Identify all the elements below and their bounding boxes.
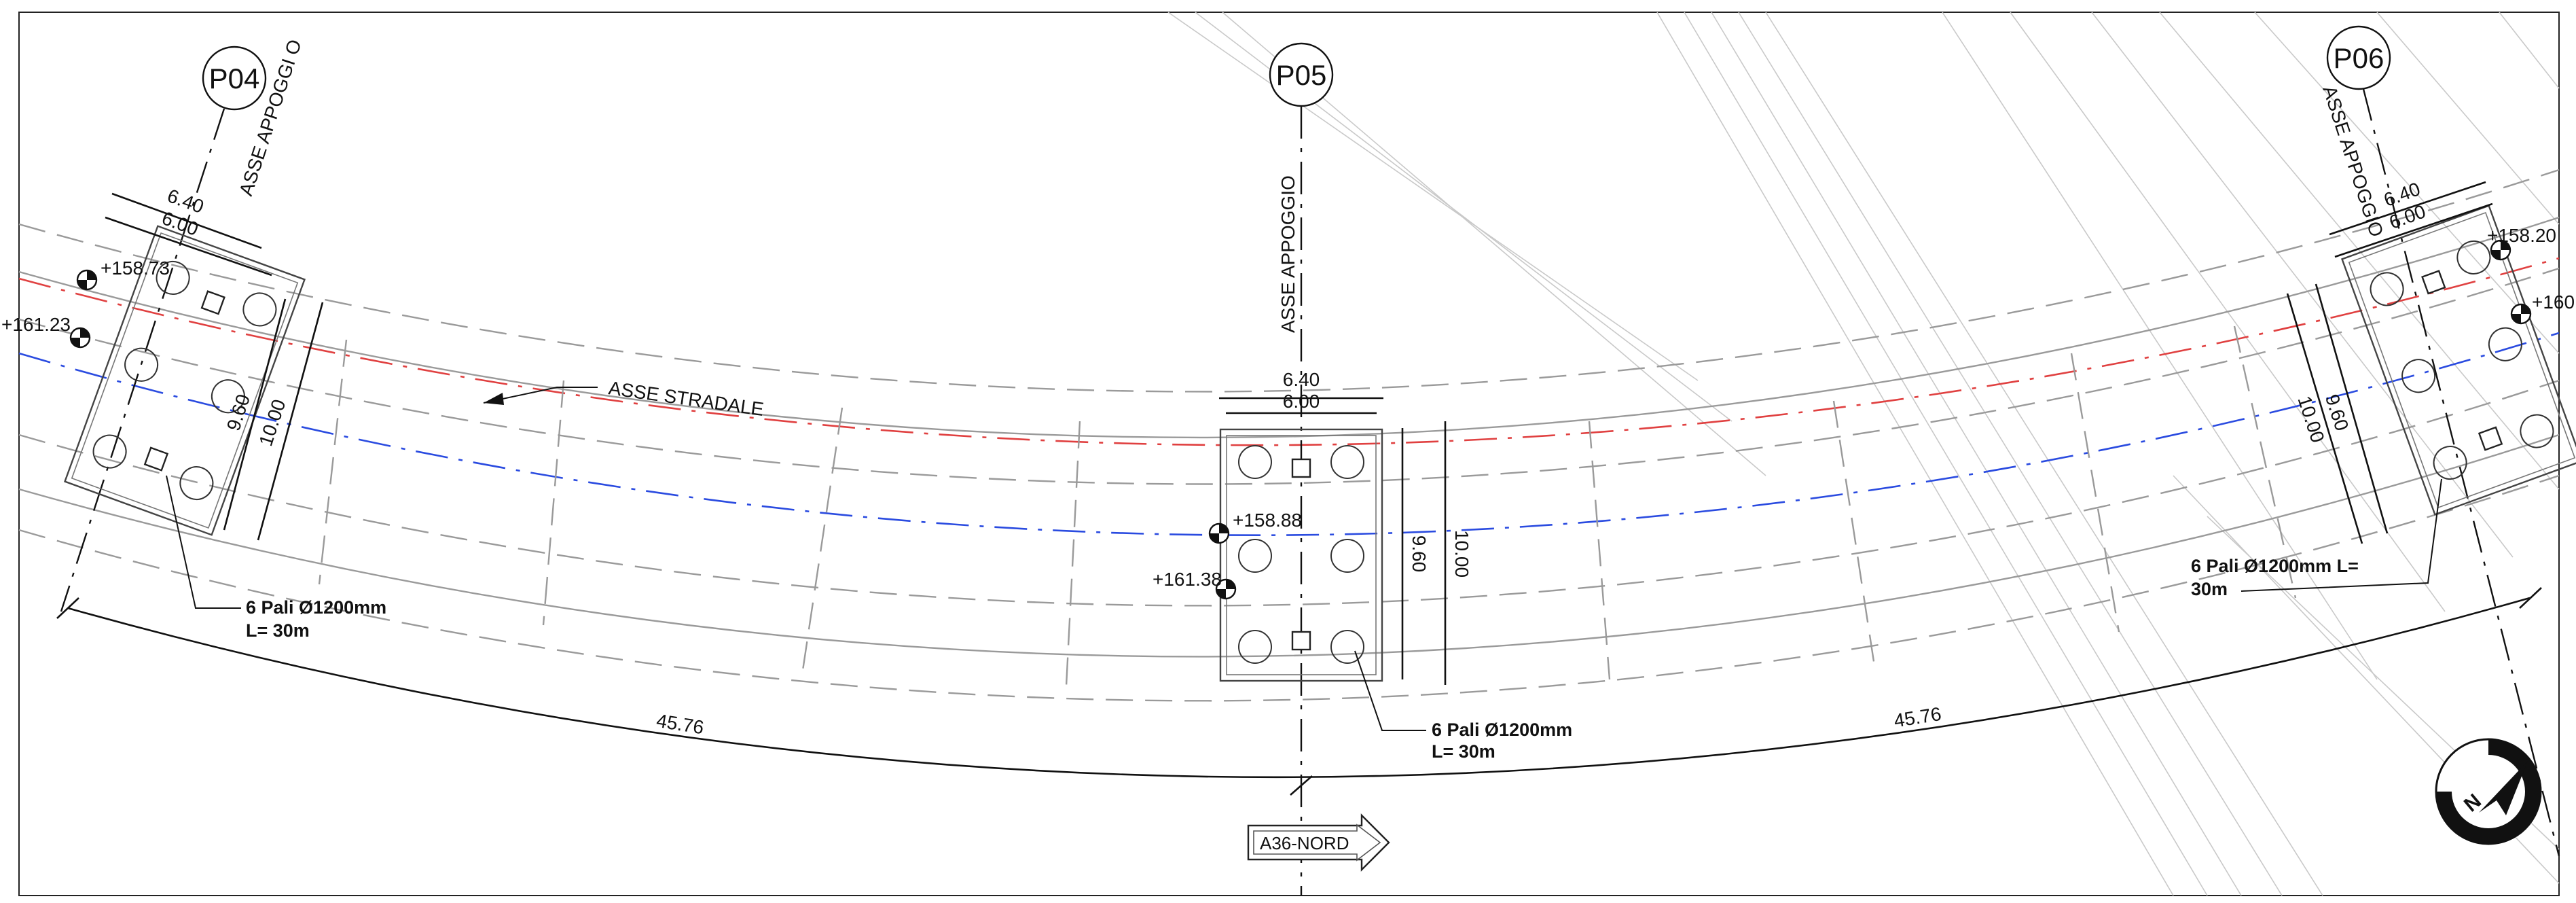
pile (1330, 445, 1364, 479)
pile (2456, 240, 2491, 275)
leader-line (2241, 478, 2442, 592)
bearing (2478, 426, 2503, 451)
bearing (200, 290, 225, 315)
elev-p05-a: +158.88 (1233, 510, 1302, 531)
dim-p05-outer: 6.40 (1283, 369, 1320, 390)
pile (92, 434, 127, 469)
pile-note-p04-1: 6 Pali Ø1200mm (246, 597, 386, 618)
background-lines (1167, 12, 2560, 896)
dim-line (2315, 283, 2389, 534)
dim-line (111, 192, 262, 249)
elev-p04-a: +158.73 (101, 258, 170, 279)
direction-arrow: A36-NORD (1247, 813, 1390, 872)
foundation-p06 (2340, 205, 2576, 516)
deck-transverse-lines (318, 325, 2297, 687)
road-axis-label: ASSE STRADALE (607, 377, 765, 420)
pile-note-p06-2: 30m (2191, 579, 2228, 599)
pile (1238, 539, 1272, 573)
axis-label-p06: ASSE APPOGGIO (2319, 83, 2387, 239)
pier-tag-p06 (2326, 25, 2391, 90)
pile (124, 347, 159, 382)
dim-line (2329, 181, 2486, 236)
pile (2433, 446, 2467, 480)
dim-line (223, 298, 287, 531)
dim-p05-len-outer: 10.00 (1451, 530, 1472, 578)
foundation-p04 (63, 225, 306, 536)
pile (2370, 272, 2404, 306)
pile-note-p05-2: L= 30m (1432, 741, 1495, 762)
bearing (1291, 458, 1311, 478)
bearing (2421, 270, 2446, 295)
pile (242, 292, 277, 327)
dim-p04-len-inner: 9.60 (223, 391, 254, 433)
pile (1330, 539, 1364, 573)
pier-id-p04: P04 (209, 63, 260, 94)
pile (179, 466, 214, 501)
pile (1238, 630, 1272, 664)
elev-p05-b: +161.38 (1153, 569, 1222, 590)
pile-note-p06-1: 6 Pali Ø1200mm L= (2191, 556, 2359, 576)
pile-note-p05-1: 6 Pali Ø1200mm (1432, 720, 1572, 740)
elev-p06-a: +158.20 (2487, 225, 2556, 246)
dim-line (105, 216, 272, 277)
foundation-p05 (1219, 428, 1383, 682)
dim-line (2286, 293, 2363, 544)
road-axis-blue (18, 332, 2560, 536)
north-arrow-icon: N (2435, 738, 2542, 845)
span-dimension-arc (67, 597, 2530, 779)
pile (211, 379, 245, 414)
road-axis-leader (483, 387, 598, 404)
elev-p06-b: +160. (2532, 291, 2576, 313)
sheet-frame (18, 12, 2560, 896)
pier-p04: P04 ASSE APPOGGI O 6.40 6.00 9.60 10.00 … (1, 37, 386, 641)
dim-p05-len-inner: 9.60 (1409, 535, 1430, 573)
pier-p05: P05 ASSE APPOGGIO 6.40 6.00 9.60 10.00 +… (1153, 42, 1572, 896)
bearing (143, 446, 169, 472)
road-edges (18, 169, 2560, 702)
pile-note-p04-2: L= 30m (246, 620, 310, 641)
pier-id-p06: P06 (2334, 42, 2384, 74)
pile (1238, 445, 1272, 479)
leader-line (1354, 650, 1426, 731)
pile (2401, 359, 2436, 393)
road-axis-red (18, 257, 2560, 446)
direction-label: A36-NORD (1260, 833, 1349, 853)
dim-p05-inner: 6.00 (1283, 391, 1320, 412)
elev-p04-b: +161.23 (1, 314, 71, 335)
dim-line (257, 302, 324, 541)
pile (2520, 414, 2554, 448)
dim-line (2334, 202, 2493, 258)
pile (156, 260, 190, 295)
pier-id-p05: P05 (1276, 59, 1327, 91)
leader-line (166, 475, 241, 609)
bearing (1291, 631, 1311, 651)
pile (2488, 327, 2522, 361)
pile (1330, 630, 1364, 664)
pier-tag-p04 (202, 46, 267, 111)
axis-label-p05: ASSE APPOGGIO (1277, 175, 1299, 333)
